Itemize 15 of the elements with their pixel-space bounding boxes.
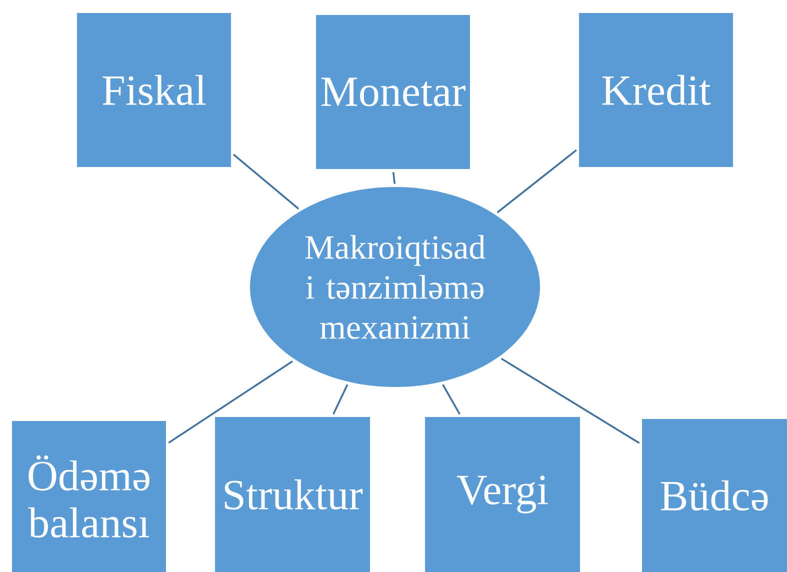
connector-line: [332, 384, 348, 414]
process-box: Kredit: [579, 13, 733, 167]
process-box: Vergi: [425, 416, 580, 572]
connector-line: [500, 358, 640, 444]
connector-line: [168, 360, 293, 444]
connector-line: [442, 384, 460, 415]
process-box: Struktur: [215, 416, 370, 572]
ellipse-node: Makroiqtisad i tənzimləmə mexanizmi: [250, 186, 540, 387]
process-box: Fiskal: [77, 13, 231, 167]
process-box: Monetar: [316, 15, 470, 169]
connector-line: [232, 154, 300, 210]
connector-line: [392, 172, 396, 184]
process-box: Büdcə: [642, 418, 787, 572]
connector-line: [496, 149, 577, 214]
process-box: Ödəmə balansı: [12, 420, 166, 572]
